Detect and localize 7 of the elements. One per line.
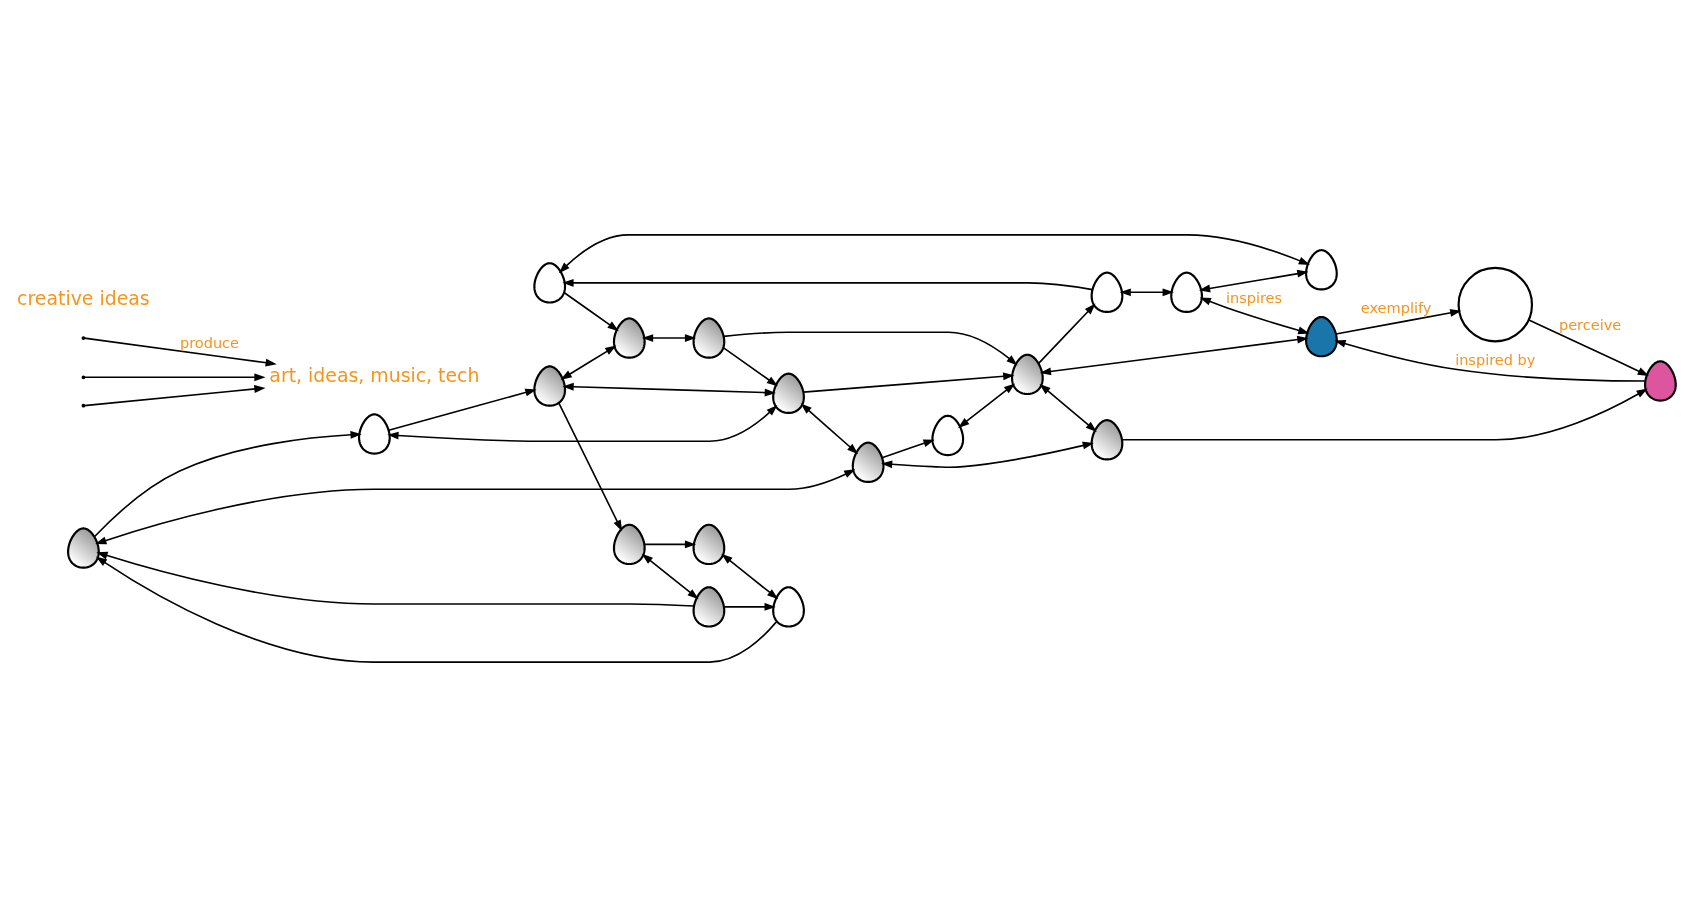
node-text: art, ideas, music, tech (269, 363, 480, 386)
edge-label: produce (179, 334, 240, 351)
edge-label: perceive (1558, 317, 1622, 334)
label: creative ideas (17, 286, 150, 309)
edge-label: inspired by (1455, 351, 1536, 368)
edge-label: exemplify (1360, 299, 1432, 316)
edge-label: inspires (1225, 290, 1283, 307)
